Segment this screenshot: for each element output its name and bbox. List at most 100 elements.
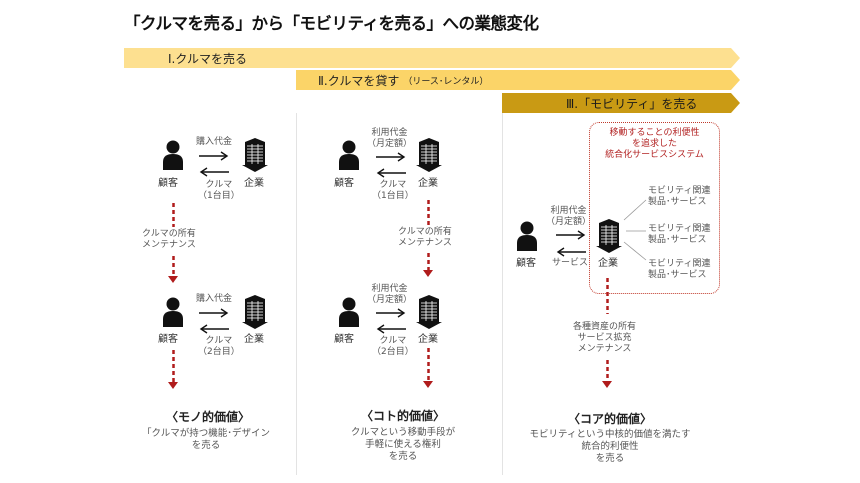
flow-dash (172, 203, 175, 227)
company-building-icon (242, 138, 268, 172)
flow-dash (606, 360, 609, 382)
customer-icon (162, 297, 184, 327)
flow-arrowhead-icon (602, 381, 612, 388)
payment-line: （月定額） (367, 295, 413, 305)
company-label: 企業 (418, 178, 438, 189)
company-building-icon (242, 295, 268, 329)
customer-label: 顧客 (158, 334, 178, 345)
payment-label: 利用代金 （月定額） (546, 206, 591, 228)
value-description: 「クルマが持つ機能･デザイン を売る (126, 428, 286, 452)
banner-label: Ⅱ.クルマを貸す (318, 73, 400, 88)
value-description: モビリティという中核的価値を満たす 統合的利便性 を売る (520, 429, 700, 465)
company-building-icon (596, 219, 622, 253)
goods-line: クルマ (205, 336, 233, 346)
value-desc-line: 統合的利便性 (581, 441, 639, 452)
payment-line: （月定額） (546, 217, 592, 227)
banner-label: Ⅰ.クルマを売る (168, 51, 247, 66)
system-caption-line: 移動することの利便性 (609, 128, 700, 138)
payment-label: 利用代金 （月定額） (367, 284, 412, 306)
goods-line: （2台目） (198, 347, 240, 357)
value-desc-line: 手軽に使える権利 (365, 439, 441, 450)
arrow-left-icon (199, 324, 229, 334)
arrow-right-icon (199, 151, 229, 161)
customer-label: 顧客 (158, 178, 178, 189)
payment-line: （月定額） (367, 139, 413, 149)
company-building-icon (416, 295, 442, 329)
goods-label: クルマ （1台目） (372, 180, 414, 202)
value-title: 〈コア的価値〉 (567, 412, 652, 426)
customer-icon (162, 140, 184, 170)
product-line: モビリティ関連 (648, 224, 711, 234)
arrow-right-icon (199, 308, 229, 318)
flow-dash (427, 200, 430, 226)
company-label: 企業 (244, 178, 264, 189)
payment-line: 利用代金 (550, 206, 587, 216)
company-label: 企業 (244, 334, 264, 345)
banner-sell-mobility: Ⅲ.「モビリティ」を売る (502, 93, 740, 113)
middle-line: サービス拡充 (577, 333, 632, 343)
customer-label: 顧客 (516, 258, 536, 269)
arrow-right-icon (376, 308, 406, 318)
value-desc-line: を売る (595, 453, 625, 464)
system-caption-line: 統合化サービスシステム (605, 150, 704, 160)
flow-dash (606, 278, 609, 314)
value-title: 〈モノ的価値〉 (165, 410, 250, 424)
middle-line: メンテナンス (398, 238, 452, 248)
arrow-left-icon (376, 324, 406, 334)
product-item: モビリティ関連 製品･サービス (648, 259, 710, 281)
column-divider (502, 113, 503, 475)
value-title: 〈コト的価値〉 (360, 409, 445, 423)
value-desc-line: モビリティという中核的価値を満たす (529, 429, 691, 440)
customer-label: 顧客 (334, 178, 354, 189)
product-line: モビリティ関連 (648, 259, 711, 269)
middle-label: クルマの所有 メンテナンス (398, 227, 452, 249)
flow-arrowhead-icon (423, 381, 433, 388)
column-divider (296, 113, 297, 475)
goods-line: クルマ (379, 336, 407, 346)
value-desc-line: クルマという移動手段が (350, 427, 456, 438)
connector-lines (623, 199, 647, 261)
flow-arrowhead-icon (168, 382, 178, 389)
middle-line: クルマの所有 (398, 227, 452, 237)
payment-label: 購入代金 (196, 137, 233, 147)
value-desc-line: を売る (191, 440, 221, 451)
goods-line: クルマ (379, 180, 407, 190)
banner-lease-car: Ⅱ.クルマを貸す （リース･レンタル） (296, 70, 740, 90)
arrow-right-icon (556, 230, 586, 240)
product-line: 製品･サービス (648, 197, 707, 207)
arrow-right-icon (376, 152, 406, 162)
banner-sublabel: （リース･レンタル） (403, 76, 489, 87)
goods-label: サービス (552, 258, 589, 268)
goods-line: （2台目） (372, 347, 414, 357)
goods-label: クルマ （2台目） (372, 336, 414, 358)
flow-dash (172, 350, 175, 382)
customer-icon (338, 140, 360, 170)
goods-line: （1台目） (198, 191, 240, 201)
banner-label: Ⅲ.「モビリティ」を売る (566, 96, 698, 111)
company-label: 企業 (598, 258, 618, 269)
payment-line: 利用代金 (371, 128, 408, 138)
product-line: 製品･サービス (648, 235, 707, 245)
flow-dash (172, 256, 175, 276)
middle-line: メンテナンス (142, 240, 196, 250)
product-item: モビリティ関連 製品･サービス (648, 224, 710, 246)
goods-label: クルマ （2台目） (198, 336, 240, 358)
value-desc-line: を売る (388, 451, 418, 462)
middle-label: クルマの所有 メンテナンス (142, 229, 196, 251)
flow-arrowhead-icon (423, 270, 433, 277)
middle-line: 各種資産の所有 (573, 322, 637, 332)
system-caption: 移動することの利便性 を追求した 統合化サービスシステム (589, 128, 720, 161)
company-label: 企業 (418, 334, 438, 345)
middle-line: メンテナンス (577, 344, 632, 354)
goods-line: クルマ (205, 180, 233, 190)
value-desc-line: 「クルマが持つ機能･デザイン (142, 428, 270, 439)
company-building-icon (416, 138, 442, 172)
integrated-system-box (589, 122, 720, 294)
page-title: 「クルマを売る」から「モビリティを売る」への業態変化 (124, 14, 539, 33)
customer-icon (338, 297, 360, 327)
payment-label: 購入代金 (196, 294, 233, 304)
arrow-left-icon (556, 247, 586, 257)
value-description: クルマという移動手段が 手軽に使える権利 を売る (323, 427, 483, 463)
flow-dash (427, 348, 430, 382)
middle-label: 各種資産の所有 サービス拡充 メンテナンス (573, 322, 636, 355)
